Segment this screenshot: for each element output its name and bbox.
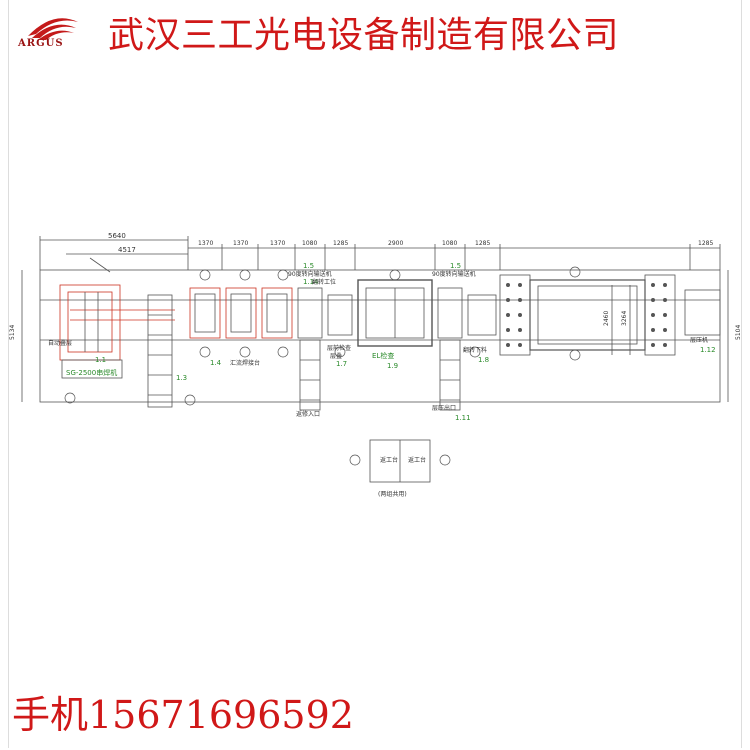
dim-2: 1370 bbox=[233, 240, 248, 247]
label-auto-stack: 自动叠层 bbox=[48, 339, 72, 347]
label-1-9: 1.9 bbox=[387, 362, 398, 370]
label-1-11: 1.11 bbox=[455, 414, 471, 422]
dim-6: 2900 bbox=[388, 240, 403, 247]
phone-number: 手机15671696592 bbox=[12, 693, 354, 737]
label-flip-out: 翻转下料 bbox=[463, 346, 487, 354]
label-worktable-b: 返工台 bbox=[408, 456, 426, 464]
label-outlet: 层压出口 bbox=[432, 404, 456, 412]
label-1-4: 1.4 bbox=[210, 359, 222, 367]
label-1-12: 1.12 bbox=[700, 346, 716, 354]
label-stack: 层叠 bbox=[330, 353, 342, 360]
logo-text: ARGUS bbox=[18, 38, 64, 49]
label-1-3: 1.3 bbox=[176, 374, 187, 382]
label-flip: 翻转工位 bbox=[312, 278, 336, 286]
label-1-7: 1.7 bbox=[336, 360, 347, 368]
dim-8: 1285 bbox=[475, 240, 490, 247]
argus-logo-icon bbox=[28, 18, 78, 40]
dim-inner2: 3264 bbox=[621, 311, 628, 326]
label-laminator: 层压机 bbox=[690, 336, 708, 344]
label-turn-b: 90度转向输送机 bbox=[432, 270, 476, 278]
label-busbar: 汇流焊接台 bbox=[230, 359, 260, 367]
dim-9: 1285 bbox=[698, 240, 713, 247]
dim-total: 5640 bbox=[108, 232, 126, 240]
dim-4: 1080 bbox=[302, 240, 317, 247]
dim-7: 1080 bbox=[442, 240, 457, 247]
dim-inner1: 2460 bbox=[603, 311, 610, 326]
page-frame bbox=[8, 0, 742, 748]
company-name: 武汉三工光电设备制造有限公司 bbox=[108, 15, 620, 56]
label-1-8: 1.8 bbox=[478, 356, 489, 364]
label-1-5b: 1.5 bbox=[450, 262, 461, 270]
dim-right: 5104 bbox=[735, 325, 742, 340]
dim-5: 1285 bbox=[333, 240, 348, 247]
label-el: EL检查 bbox=[372, 351, 394, 360]
label-turn-a: 90度转向输送机 bbox=[288, 270, 332, 278]
dim-1: 1370 bbox=[198, 240, 213, 247]
label-repair-entry: 返修入口 bbox=[296, 410, 320, 418]
dim-left: 5134 bbox=[9, 325, 16, 340]
label-stringer: SG-2500串焊机 bbox=[66, 368, 117, 377]
dim-3: 1370 bbox=[270, 240, 285, 247]
label-upper-check: 层前检查 bbox=[327, 344, 351, 352]
label-worktable-a: 返工台 bbox=[380, 456, 398, 464]
label-shared: (两组共用) bbox=[378, 490, 407, 498]
dim-sub: 4517 bbox=[118, 246, 136, 254]
label-1-5a: 1.5 bbox=[303, 262, 314, 270]
label-1-1: 1.1 bbox=[95, 356, 106, 364]
production-line-layout: 5640 4517 1370 1370 1370 1080 1285 2900 … bbox=[9, 232, 742, 498]
label-1-14: 1.14 bbox=[303, 278, 319, 286]
